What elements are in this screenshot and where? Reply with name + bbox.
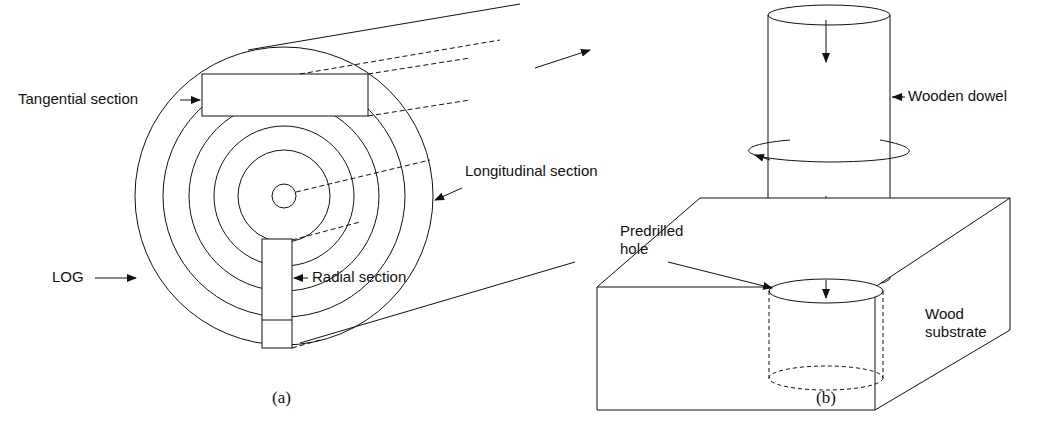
substrate-side <box>875 198 1010 410</box>
leader-arrow <box>95 278 136 279</box>
radial-section <box>262 239 292 348</box>
hole-wall <box>883 291 884 378</box>
part-label: Wooden dowel <box>908 87 1007 105</box>
hole-bottom <box>769 366 883 390</box>
part-label: Predrilled hole <box>620 222 700 258</box>
figure-label: (b) <box>816 388 836 408</box>
section-label: Radial section <box>312 268 406 286</box>
leader-arrow <box>893 97 903 98</box>
axis-arrow <box>535 50 590 68</box>
section-label: Tangential section <box>18 90 138 108</box>
part-label: Wood substrate <box>925 305 1005 341</box>
section-label: Longitudinal section <box>465 162 605 180</box>
section-trace <box>292 340 320 348</box>
section-trace <box>300 40 500 74</box>
rotation <box>749 140 910 162</box>
rotation-arrow <box>755 155 770 160</box>
section-trace <box>296 160 430 192</box>
section-trace <box>368 100 470 116</box>
tangential-section <box>202 74 368 116</box>
leader-arrow <box>668 262 772 288</box>
leader-arrow <box>294 278 308 279</box>
predrilled-hole <box>769 279 883 303</box>
leader-arrow <box>180 100 200 101</box>
insert-arrow <box>826 280 827 298</box>
section-trace <box>368 58 470 74</box>
section-mark <box>262 320 292 321</box>
leader-arrow <box>435 188 462 200</box>
insert-arrow <box>826 20 827 62</box>
dowel-top <box>768 5 890 25</box>
substrate-top <box>597 198 1010 287</box>
leader-line <box>892 97 905 98</box>
substrate-front <box>597 287 875 410</box>
pith <box>272 184 296 208</box>
growth-ring <box>238 150 330 242</box>
log-edge <box>248 4 520 50</box>
hole-wall <box>769 291 770 378</box>
part-label: LOG <box>52 268 84 286</box>
section-trace <box>292 222 360 240</box>
figure-label: (a) <box>272 388 291 408</box>
